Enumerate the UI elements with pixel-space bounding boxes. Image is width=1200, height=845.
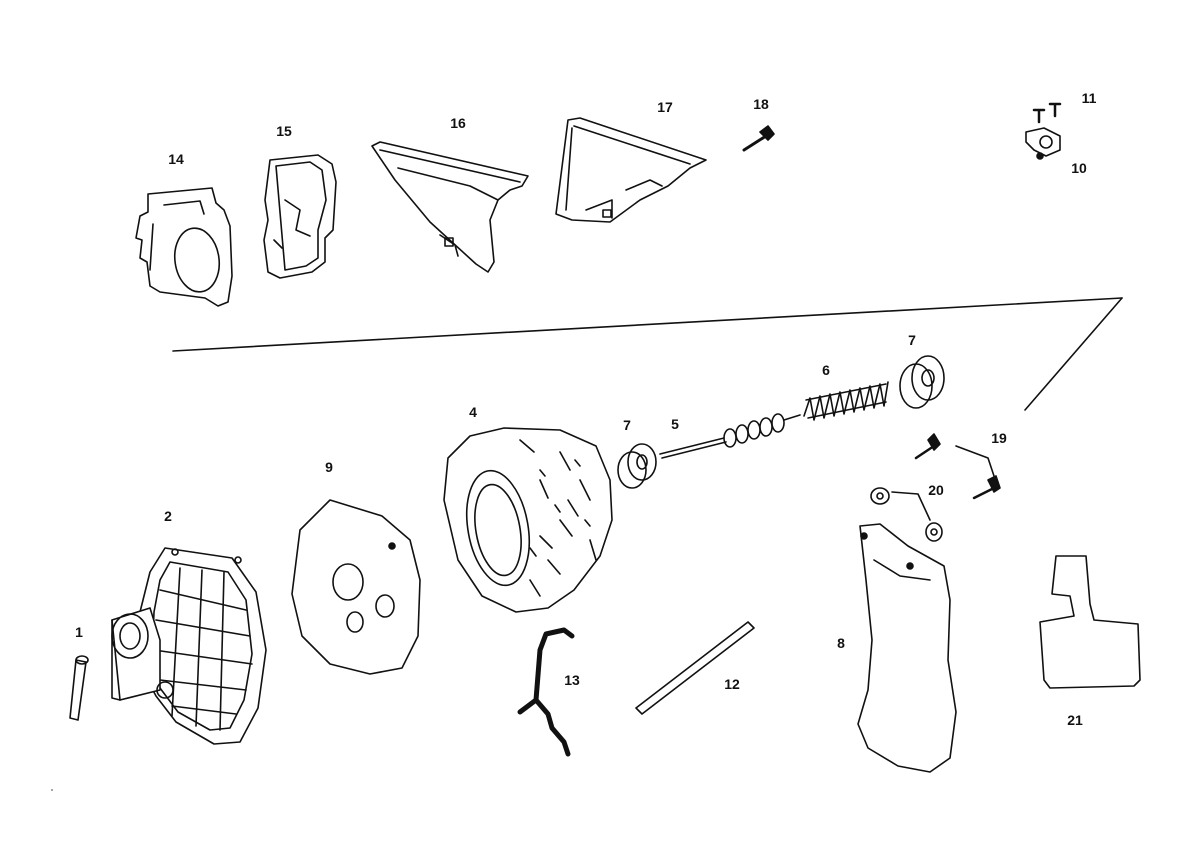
callout-7-small: 7 <box>623 417 631 433</box>
callout-5: 5 <box>671 416 679 432</box>
callout-4: 4 <box>469 404 477 420</box>
callout-11: 11 <box>1081 90 1097 106</box>
part-15-cover <box>263 154 337 279</box>
callout-17: 17 <box>657 99 673 115</box>
callout-9: 9 <box>325 459 333 475</box>
part-19-bolts <box>914 433 1001 500</box>
stray-dot <box>51 789 53 791</box>
callout-8: 8 <box>837 635 845 651</box>
callout-1: 1 <box>75 624 83 640</box>
callout-15: 15 <box>276 123 292 139</box>
part-10-bracket <box>1025 127 1061 160</box>
part-1-tube <box>69 655 89 721</box>
part-6-spring <box>803 381 889 421</box>
callout-2: 2 <box>164 508 172 524</box>
part-4-filter <box>443 427 613 613</box>
separator-lines <box>172 297 1123 411</box>
callout-14: 14 <box>168 151 184 167</box>
part-18-screw <box>742 125 775 152</box>
part-11-screws <box>1032 102 1062 124</box>
callout-13: 13 <box>564 672 580 688</box>
part-16-funnel-duct <box>371 141 529 273</box>
callout-7-large: 7 <box>908 332 916 348</box>
part-2-housing <box>111 547 267 745</box>
part-13-bent-rod <box>517 627 575 757</box>
part-14-plate <box>135 187 233 307</box>
callout-16: 16 <box>450 115 466 131</box>
part-21-sheet <box>1039 555 1141 689</box>
part-20-washers <box>870 487 943 542</box>
callout-12: 12 <box>724 676 740 692</box>
callout-19: 19 <box>991 430 1007 446</box>
callout-18: 18 <box>753 96 769 112</box>
callout-20: 20 <box>928 482 944 498</box>
callout-6: 6 <box>822 362 830 378</box>
callout-21: 21 <box>1067 712 1083 728</box>
part-17-wedge-duct <box>555 117 707 223</box>
part-12-bar <box>635 621 755 715</box>
part-8-guard <box>857 523 957 773</box>
part-7-grommet-large <box>899 355 945 409</box>
callout-10: 10 <box>1071 160 1087 176</box>
part-5-rod <box>659 413 801 459</box>
part-7-grommet-small <box>617 443 657 489</box>
part-9-gasket <box>291 499 421 675</box>
